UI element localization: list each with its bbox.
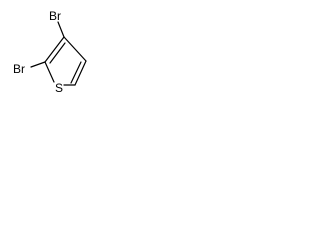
bromine-label-left: Br: [13, 62, 25, 76]
bond-c3-br: [57, 21, 65, 38]
structure-diagram: Br Br S: [13, 9, 87, 95]
bond-c3-c4: [63, 36, 87, 62]
bond-s-c2: [44, 61, 55, 83]
bond-c2-c3-outer: [44, 36, 65, 63]
bond-c4-c5-inner: [70, 61, 82, 84]
bromine-label-top: Br: [49, 9, 61, 23]
bond-c4-c5-outer: [74, 60, 87, 86]
bond-c2-br: [30, 61, 46, 68]
sulfur-label: S: [55, 81, 63, 95]
bond-c2-c3-inner: [49, 42, 66, 64]
